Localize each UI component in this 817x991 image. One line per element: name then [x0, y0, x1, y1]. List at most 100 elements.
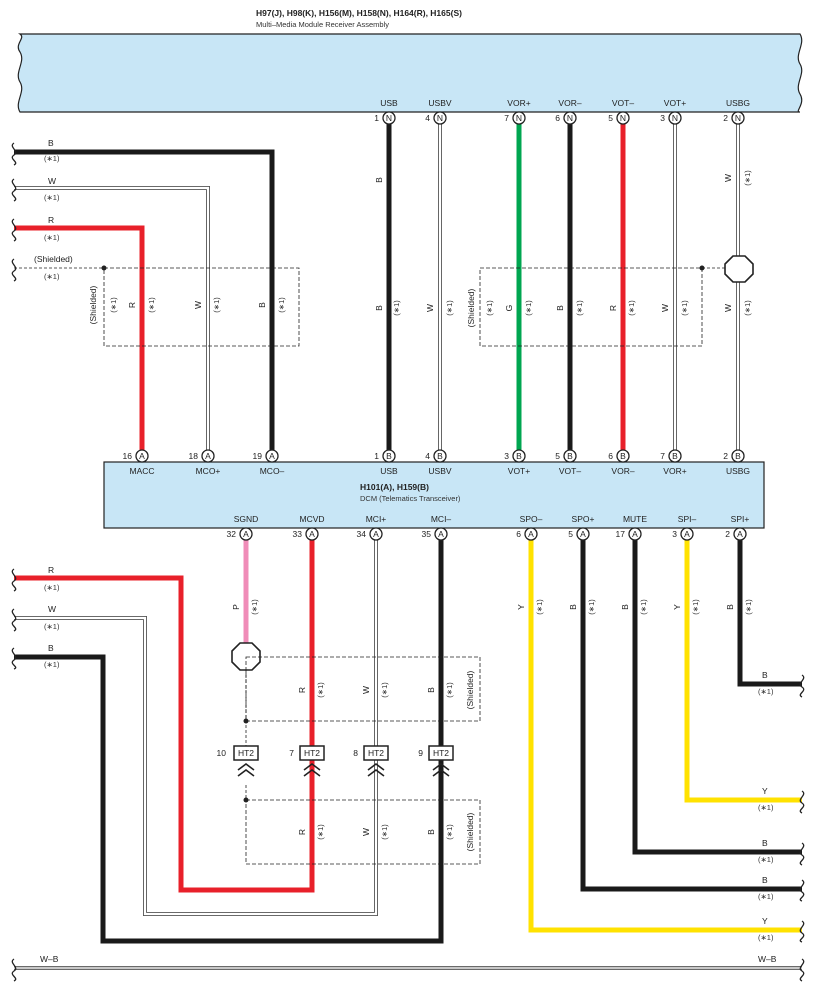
ht2-connector: HT2 7	[289, 745, 325, 777]
svg-text:A: A	[684, 529, 690, 539]
svg-text:USBG: USBG	[726, 466, 750, 476]
receiver-box	[17, 33, 803, 113]
svg-text:B: B	[374, 177, 384, 183]
svg-text:B: B	[374, 305, 384, 311]
svg-text:W: W	[48, 604, 56, 614]
note-mark: (∗1)	[44, 233, 60, 242]
dcm-top-pin-markers: A16 A18 A19 B1 B4 B3 B5 B6 B7 B2	[123, 449, 745, 463]
svg-text:5: 5	[555, 451, 560, 461]
svg-text:A: A	[438, 529, 444, 539]
svg-text:5: 5	[608, 113, 613, 123]
svg-text:34: 34	[357, 529, 367, 539]
svg-text:A: A	[528, 529, 534, 539]
wire-color: R	[48, 215, 54, 225]
splice-octagon-bottom	[231, 642, 261, 671]
svg-text:B: B	[725, 604, 735, 610]
svg-text:7: 7	[289, 748, 294, 758]
svg-text:HT2: HT2	[238, 748, 254, 758]
ht2-connector: HT2 8	[353, 745, 389, 777]
svg-text:2: 2	[725, 529, 730, 539]
svg-text:B: B	[568, 604, 578, 610]
svg-text:(∗1): (∗1)	[627, 300, 636, 316]
svg-text:18: 18	[189, 451, 199, 461]
svg-text:A: A	[309, 529, 315, 539]
svg-text:B: B	[672, 451, 678, 461]
svg-text:VOR–: VOR–	[611, 466, 634, 476]
svg-text:Y: Y	[672, 604, 682, 610]
svg-text:B: B	[426, 687, 436, 693]
svg-text:N: N	[735, 113, 741, 123]
svg-text:6: 6	[555, 113, 560, 123]
svg-text:19: 19	[253, 451, 263, 461]
svg-text:B: B	[426, 829, 436, 835]
svg-text:A: A	[737, 529, 743, 539]
receiver-pins: USB USBV VOR+ VOR– VOT– VOT+ USBG	[380, 98, 750, 108]
receiver-pin-label: USB	[380, 98, 398, 108]
svg-text:(∗1): (∗1)	[524, 300, 533, 316]
svg-text:USB: USB	[380, 466, 398, 476]
svg-text:B: B	[762, 838, 768, 848]
dcm-box	[103, 461, 765, 529]
svg-text:(∗1): (∗1)	[445, 300, 454, 316]
svg-text:A: A	[373, 529, 379, 539]
svg-text:(∗1): (∗1)	[44, 622, 60, 631]
ht2-connector: HT2 10	[217, 745, 259, 777]
note-mark: (∗1)	[44, 272, 60, 281]
svg-text:R: R	[297, 687, 307, 693]
svg-text:8: 8	[353, 748, 358, 758]
svg-text:(∗1): (∗1)	[575, 300, 584, 316]
svg-text:A: A	[580, 529, 586, 539]
receiver-pin-markers: N1 N4 N7 N6 N5 N3 N2	[374, 111, 745, 125]
svg-text:B: B	[762, 670, 768, 680]
receiver-pin-label: VOT–	[612, 98, 634, 108]
svg-text:3: 3	[672, 529, 677, 539]
svg-text:2: 2	[723, 113, 728, 123]
svg-text:R: R	[608, 305, 618, 311]
svg-text:9: 9	[418, 748, 423, 758]
shield-label: (Shielded)	[34, 254, 73, 264]
svg-text:B: B	[386, 451, 392, 461]
receiver-pin-label: VOR+	[507, 98, 530, 108]
svg-text:SPI–: SPI–	[678, 514, 697, 524]
svg-text:W: W	[425, 304, 435, 312]
svg-text:A: A	[205, 451, 211, 461]
wire-color: W	[193, 301, 203, 309]
svg-text:5: 5	[568, 529, 573, 539]
svg-text:(∗1): (∗1)	[758, 803, 774, 812]
svg-text:N: N	[437, 113, 443, 123]
svg-text:USBV: USBV	[428, 466, 451, 476]
wire-color-wb: W–B	[40, 954, 59, 964]
receiver-pin-label: USBG	[726, 98, 750, 108]
svg-text:(∗1): (∗1)	[485, 300, 494, 316]
svg-text:(∗1): (∗1)	[743, 170, 752, 186]
dcm-name: DCM (Telematics Transceiver)	[360, 494, 461, 503]
wire-b-mute	[632, 540, 802, 855]
svg-text:MCO–: MCO–	[260, 466, 285, 476]
svg-text:7: 7	[504, 113, 509, 123]
svg-text:W: W	[660, 304, 670, 312]
svg-text:A: A	[243, 529, 249, 539]
svg-text:32: 32	[227, 529, 237, 539]
svg-text:(∗1): (∗1)	[758, 687, 774, 696]
svg-text:R: R	[48, 565, 54, 575]
svg-text:(∗1): (∗1)	[758, 933, 774, 942]
receiver-pin-label: USBV	[428, 98, 451, 108]
svg-text:4: 4	[425, 451, 430, 461]
svg-text:G: G	[504, 305, 514, 312]
svg-text:33: 33	[293, 529, 303, 539]
svg-text:B: B	[762, 875, 768, 885]
wire-w-mci-plus	[14, 540, 378, 916]
svg-text:3: 3	[504, 451, 509, 461]
svg-text:N: N	[567, 113, 573, 123]
note-mark: (∗1)	[44, 154, 60, 163]
svg-text:MCI+: MCI+	[366, 514, 387, 524]
svg-text:3: 3	[660, 113, 665, 123]
wire-r-macc	[14, 225, 145, 452]
svg-text:MCVD: MCVD	[299, 514, 324, 524]
svg-text:B: B	[620, 604, 630, 610]
svg-text:(∗1): (∗1)	[587, 599, 596, 615]
note-mark: (∗1)	[212, 297, 221, 313]
svg-text:(∗1): (∗1)	[445, 682, 454, 698]
dcm-codes: H101(A), H159(B)	[360, 482, 429, 492]
svg-text:MACC: MACC	[129, 466, 154, 476]
